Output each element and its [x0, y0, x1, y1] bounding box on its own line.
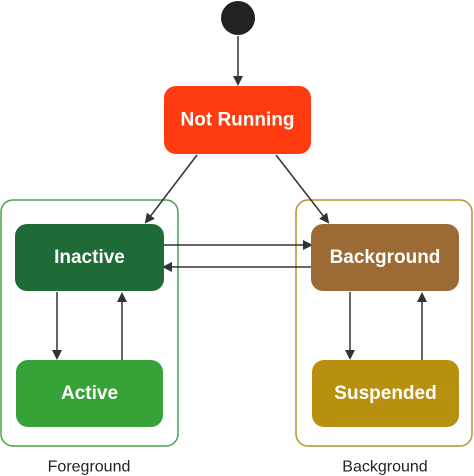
foreground-group-label: Foreground [48, 459, 131, 476]
state-active-box [16, 360, 163, 427]
state-not-running-label: Not Running [181, 110, 295, 131]
start-node [221, 1, 255, 35]
state-background: Background [311, 224, 459, 291]
arrow-not-running-to-inactive [144, 154, 198, 224]
state-suspended-box [312, 360, 459, 427]
state-not-running: Not Running [164, 86, 311, 154]
state-inactive: Inactive [15, 224, 164, 291]
state-inactive-box [15, 224, 164, 291]
arrow-not-running-to-background [275, 154, 330, 224]
foreground-group [0, 199, 179, 447]
state-background-box [311, 224, 459, 291]
state-active-label: Active [61, 383, 118, 404]
state-active: Active [16, 360, 163, 427]
state-background-label: Background [330, 247, 441, 268]
background-group [295, 199, 473, 447]
state-inactive-label: Inactive [54, 247, 125, 268]
state-suspended: Suspended [312, 360, 459, 427]
state-not-running-box [164, 86, 311, 154]
state-suspended-label: Suspended [334, 383, 436, 404]
background-group-label: Background [342, 459, 427, 476]
